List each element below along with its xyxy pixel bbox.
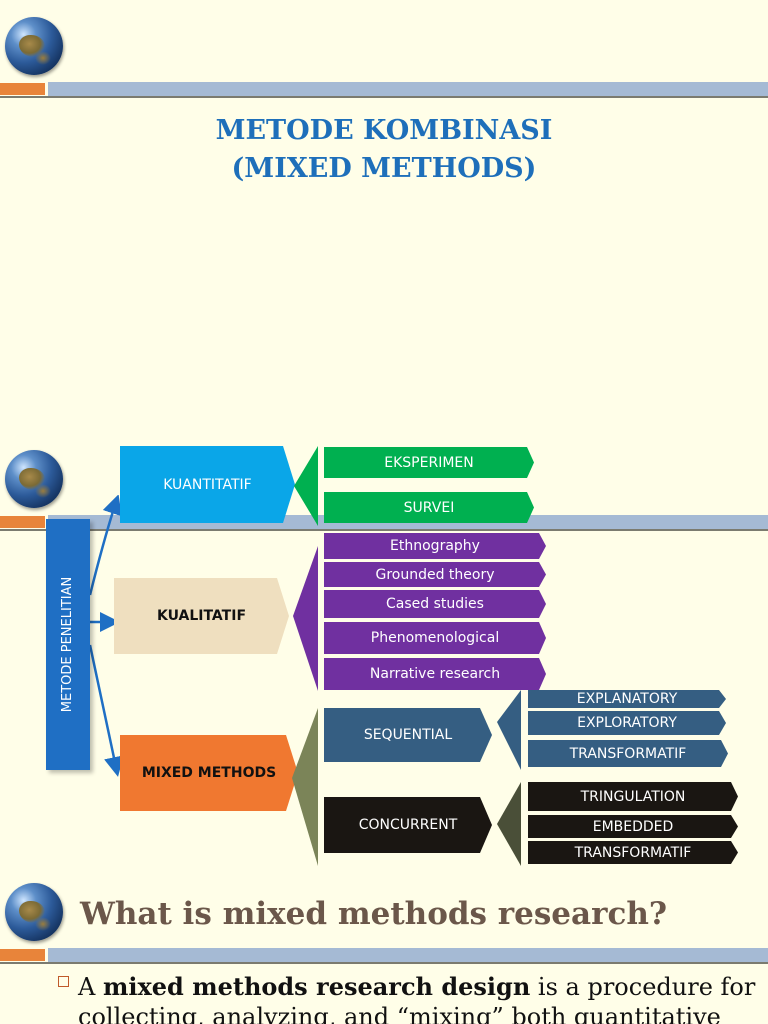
narrative-research-box: Narrative research <box>324 658 546 690</box>
kuantitatif-label: KUANTITATIF <box>163 476 252 493</box>
bullet-square-icon <box>58 976 69 987</box>
eksperimen-label: EKSPERIMEN <box>384 454 474 471</box>
header-band <box>0 80 768 98</box>
header-band <box>0 946 768 964</box>
para-start: A <box>78 973 103 1001</box>
globe-logo <box>5 883 63 941</box>
narrative-research-label: Narrative research <box>369 666 501 682</box>
transformatif-con-label: TRANSFORMATIF <box>574 844 692 861</box>
globe-logo <box>5 17 63 75</box>
exploratory-box: EXPLORATORY <box>528 711 726 735</box>
grounded-theory-label: Grounded theory <box>375 566 495 583</box>
transformatif-seq-box: TRANSFORMATIF <box>528 740 728 767</box>
slide-title: METODE KOMBINASI (MIXED METHODS) <box>0 112 768 188</box>
kualitatif-bracket <box>293 546 318 691</box>
cased-studies-box: Cased studies <box>324 590 546 618</box>
paragraph-text: A mixed methods research design is a pro… <box>58 972 758 1024</box>
body-paragraph: A mixed methods research design is a pro… <box>58 972 758 1024</box>
para-bold: mixed methods research design <box>102 972 531 1001</box>
sequential-bracket <box>497 690 521 770</box>
embedded-box: EMBEDDED <box>528 815 738 838</box>
exploratory-label: EXPLORATORY <box>577 715 677 731</box>
connector-arrows <box>88 495 124 777</box>
kuantitatif-bracket <box>294 446 318 526</box>
metode-penelitian-box: METODE PENELITIAN <box>46 519 90 770</box>
kualitatif-box: KUALITATIF <box>114 578 289 654</box>
sequential-label: SEQUENTIAL <box>363 727 453 743</box>
survei-box: SURVEI <box>324 492 534 523</box>
cased-studies-label: Cased studies <box>386 596 484 612</box>
ethnography-box: Ethnography <box>324 533 546 559</box>
transformatif-con-box: TRANSFORMATIF <box>528 841 738 864</box>
kuantitatif-box: KUANTITATIF <box>120 446 295 523</box>
concurrent-box: CONCURRENT <box>324 797 492 853</box>
embedded-label: EMBEDDED <box>592 818 674 835</box>
metode-penelitian-label: METODE PENELITIAN <box>60 576 76 713</box>
sequential-box: SEQUENTIAL <box>324 708 492 762</box>
globe-logo <box>5 450 63 508</box>
tringulation-box: TRINGULATION <box>528 782 738 811</box>
tringulation-label: TRINGULATION <box>580 788 686 805</box>
phenomenological-label: Phenomenological <box>370 630 500 646</box>
concurrent-label: CONCURRENT <box>358 817 458 833</box>
concurrent-bracket <box>497 782 521 866</box>
eksperimen-box: EKSPERIMEN <box>324 447 534 478</box>
kualitatif-label: KUALITATIF <box>156 608 247 624</box>
mixed-methods-label: MIXED METHODS <box>141 765 277 781</box>
survei-label: SURVEI <box>403 499 455 516</box>
section-heading: What is mixed methods research? <box>80 896 668 932</box>
para-rest: is a procedure for collecting, analyzing… <box>78 973 756 1024</box>
explanatory-box: EXPLANATORY <box>528 690 726 708</box>
title-line-1: METODE KOMBINASI <box>215 115 553 146</box>
explanatory-label: EXPLANATORY <box>576 691 678 707</box>
transformatif-seq-label: TRANSFORMATIF <box>569 745 687 762</box>
mixed-bracket <box>292 708 318 866</box>
ethnography-label: Ethnography <box>390 538 480 554</box>
grounded-theory-box: Grounded theory <box>324 562 546 587</box>
title-line-2: (MIXED METHODS) <box>231 153 537 184</box>
phenomenological-box: Phenomenological <box>324 622 546 654</box>
mixed-methods-box: MIXED METHODS <box>120 735 298 811</box>
